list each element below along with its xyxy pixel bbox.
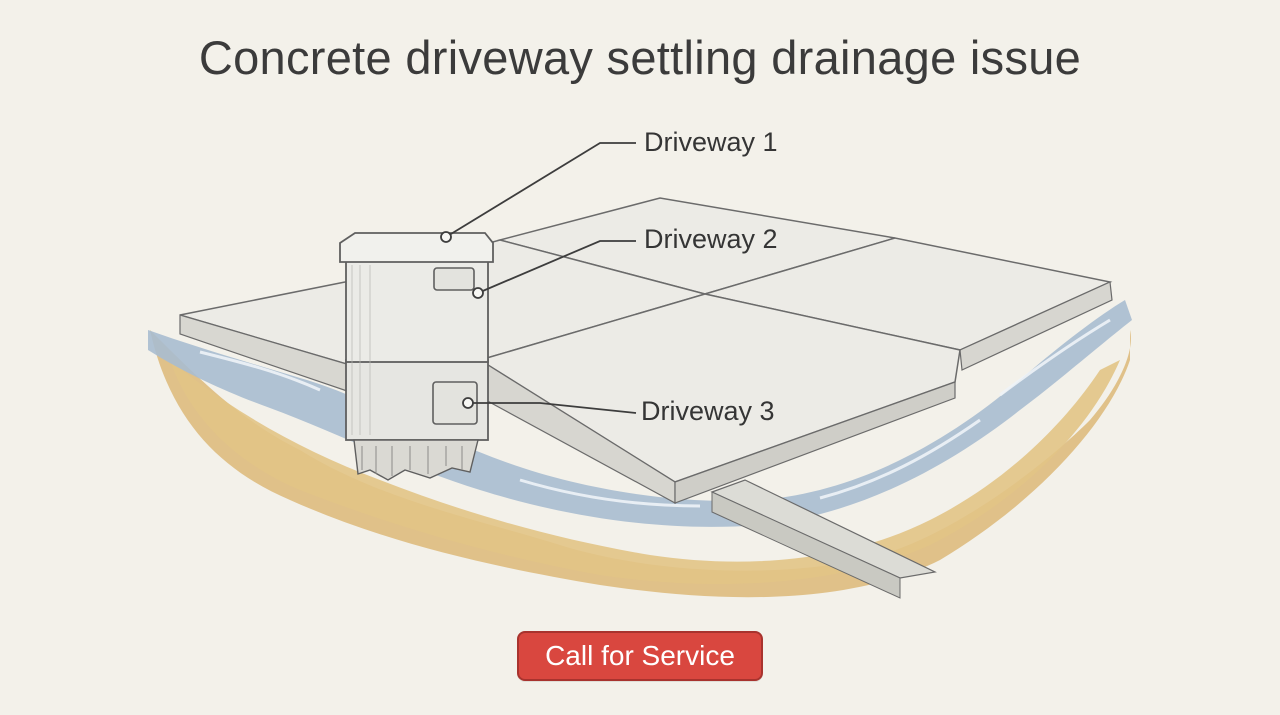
drain-channel-side [711, 491, 901, 599]
leader-lines [445, 142, 637, 414]
slab-back-right-edge [959, 281, 1113, 371]
callout-label-driveway-1: Driveway 1 [644, 127, 778, 157]
water-ripples [199, 318, 1111, 508]
callout-label-driveway-3: Driveway 3 [641, 396, 775, 426]
water-channel [148, 300, 1132, 527]
page-title: Concrete driveway settling drainage issu… [198, 31, 1082, 84]
box-shading [351, 265, 371, 435]
soil-layer [150, 330, 1131, 598]
box-lid [339, 232, 494, 263]
box-base [353, 439, 479, 481]
leader-line-3 [468, 402, 637, 414]
slab-front-edge-right [674, 381, 956, 504]
box-slot [433, 267, 475, 291]
callout-dot-3 [462, 397, 474, 409]
callout-label-driveway-2: Driveway 2 [644, 224, 778, 254]
call-for-service-button[interactable]: Call for Service [517, 631, 763, 681]
leader-line-2 [477, 240, 636, 294]
callout-dot-1 [440, 231, 452, 243]
leader-line-1 [445, 142, 636, 238]
box-base-hatch [361, 446, 463, 476]
callout-dot-2 [472, 287, 484, 299]
